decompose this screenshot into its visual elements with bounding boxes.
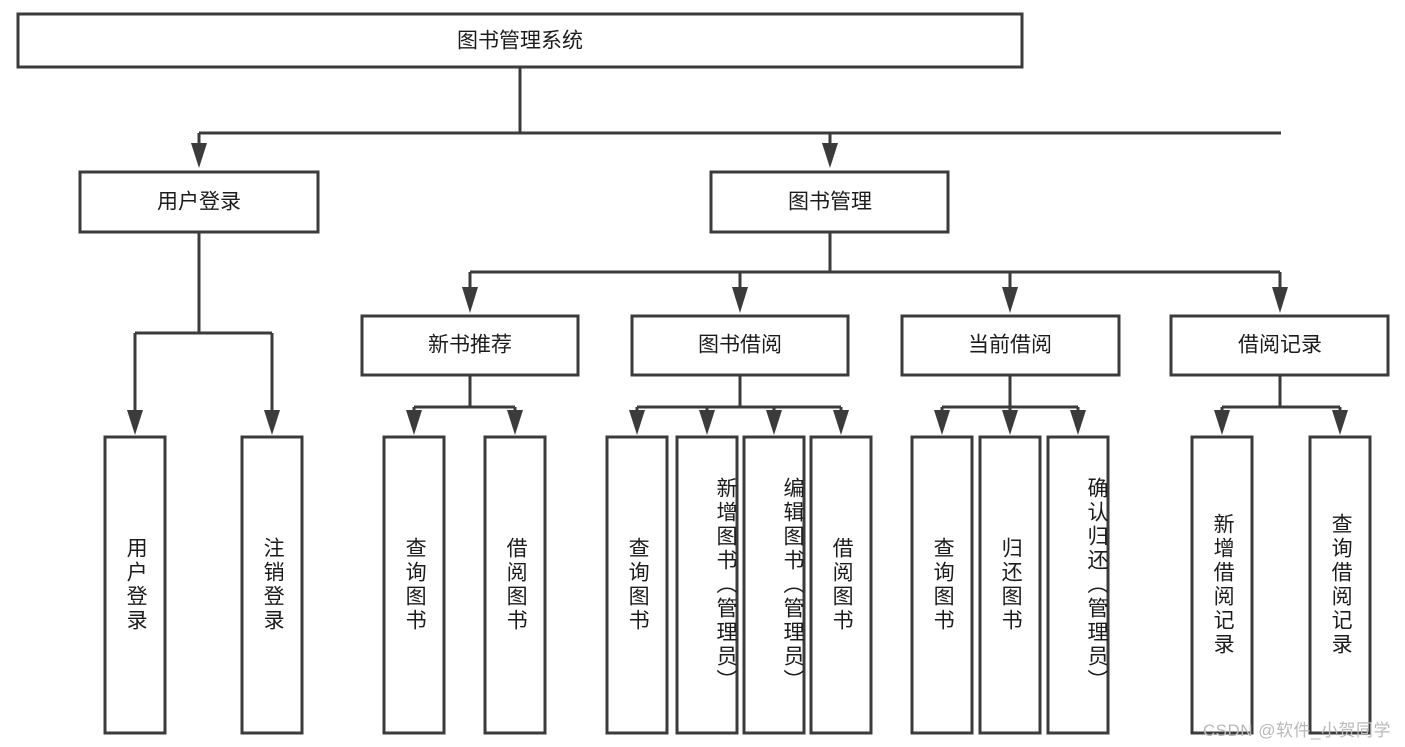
node-new-book-recommend: 新书推荐	[360, 314, 580, 377]
arrow-to-book-manage	[822, 143, 838, 168]
leaf-box-current-1	[978, 435, 1042, 735]
leaf-box-recommend-0	[382, 435, 446, 735]
borrow-record-label: 借阅记录	[1238, 334, 1322, 357]
new-book-recommend-label: 新书推荐	[428, 334, 512, 357]
root-label: 图书管理系统	[457, 30, 583, 53]
connector-book-borrow-to-leaves	[629, 375, 849, 435]
connector-user-login-to-leaves	[127, 232, 280, 435]
connector-new-book-recommend-to-leaves	[406, 375, 523, 435]
leaf-box-borrow-2	[742, 435, 806, 735]
node-current-borrow: 当前借阅	[900, 314, 1121, 377]
node-book-borrow: 图书借阅	[630, 314, 850, 377]
leaf-box-record-1	[1308, 435, 1372, 735]
leaf-box-borrow-1	[675, 435, 739, 735]
leaf-box-current-0	[910, 435, 974, 735]
book-manage-label: 图书管理	[788, 191, 872, 214]
node-user-login: 用户登录	[78, 170, 320, 234]
node-borrow-record: 借阅记录	[1169, 314, 1390, 377]
new-book-recommend-box	[360, 314, 580, 377]
node-root: 图书管理系统	[16, 12, 1024, 69]
user-login-box	[78, 170, 320, 234]
book-borrow-label: 图书借阅	[698, 334, 782, 357]
leaf-box-borrow-0	[605, 435, 669, 735]
leaf-box-borrow-3	[809, 435, 873, 735]
connector-root-to-level2	[191, 67, 1281, 168]
arrow-to-user-login	[191, 143, 207, 168]
leaf-box-record-0	[1190, 435, 1254, 735]
root-box	[16, 12, 1024, 69]
connector-current-borrow-to-leaves	[934, 375, 1086, 435]
leaf-box-user-login-0	[103, 435, 167, 735]
connector-borrow-record-to-leaves	[1214, 375, 1348, 435]
csdn-watermark: CSDN @软件_小贺同学	[1202, 721, 1391, 740]
user-login-label: 用户登录	[157, 191, 241, 214]
leaf-box-current-2	[1046, 435, 1110, 735]
node-book-manage: 图书管理	[709, 170, 950, 234]
current-borrow-box	[900, 314, 1121, 377]
leaf-box-recommend-1	[483, 435, 547, 735]
leaf-box-user-login-1	[240, 435, 304, 735]
connector-book-manage-to-level3	[462, 232, 1288, 313]
current-borrow-label: 当前借阅	[968, 334, 1052, 357]
